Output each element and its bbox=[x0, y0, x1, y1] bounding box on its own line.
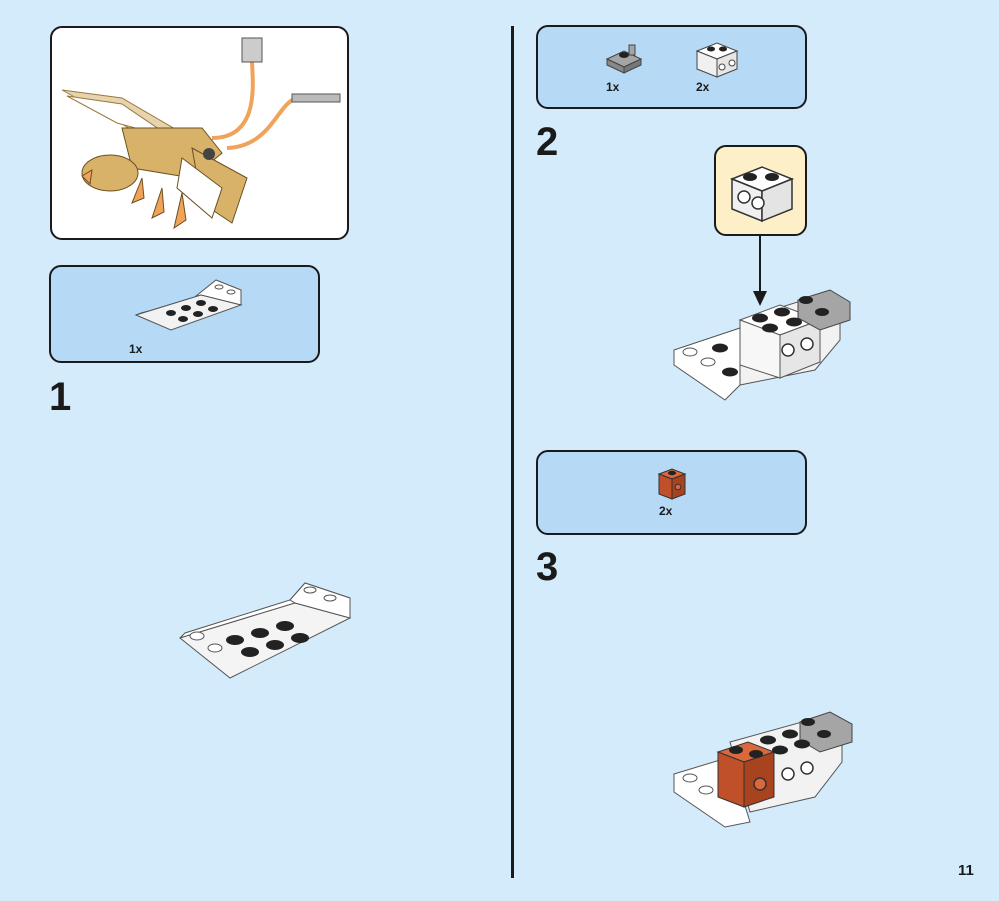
page-number: 11 bbox=[958, 862, 974, 879]
step-3-number: 3 bbox=[536, 545, 559, 589]
column-divider bbox=[511, 26, 514, 878]
step-2-assembly-illustration bbox=[673, 289, 851, 401]
step-2-number: 2 bbox=[536, 120, 559, 164]
step-2-part-2-qty: 2x bbox=[696, 80, 710, 94]
step-3-part-1-qty: 2x bbox=[659, 504, 673, 518]
step-2-down-arrow bbox=[753, 236, 767, 306]
model-preview-panel bbox=[50, 26, 349, 240]
step-2-parts-panel: 1x 2x bbox=[536, 25, 807, 109]
step-3-parts-panel: 2x bbox=[536, 450, 807, 535]
eagle-figure-illustration bbox=[61, 37, 341, 230]
step-2-part-1-qty: 1x bbox=[606, 80, 620, 94]
white-slope-brick-icon bbox=[134, 279, 243, 331]
orange-bracket-brick-icon bbox=[657, 468, 687, 500]
white-bracket-brick-callout-icon bbox=[729, 166, 795, 223]
step-3-assembly-illustration bbox=[673, 711, 853, 828]
step-1-assembly-illustration bbox=[178, 582, 352, 679]
white-bracket-brick-icon bbox=[695, 42, 739, 78]
gray-clip-plate-icon bbox=[605, 44, 643, 74]
step-1-part-1-qty: 1x bbox=[129, 342, 143, 356]
step-2-callout-panel bbox=[714, 145, 807, 236]
step-1-parts-panel: 1x bbox=[49, 265, 320, 363]
step-1-number: 1 bbox=[49, 375, 72, 419]
